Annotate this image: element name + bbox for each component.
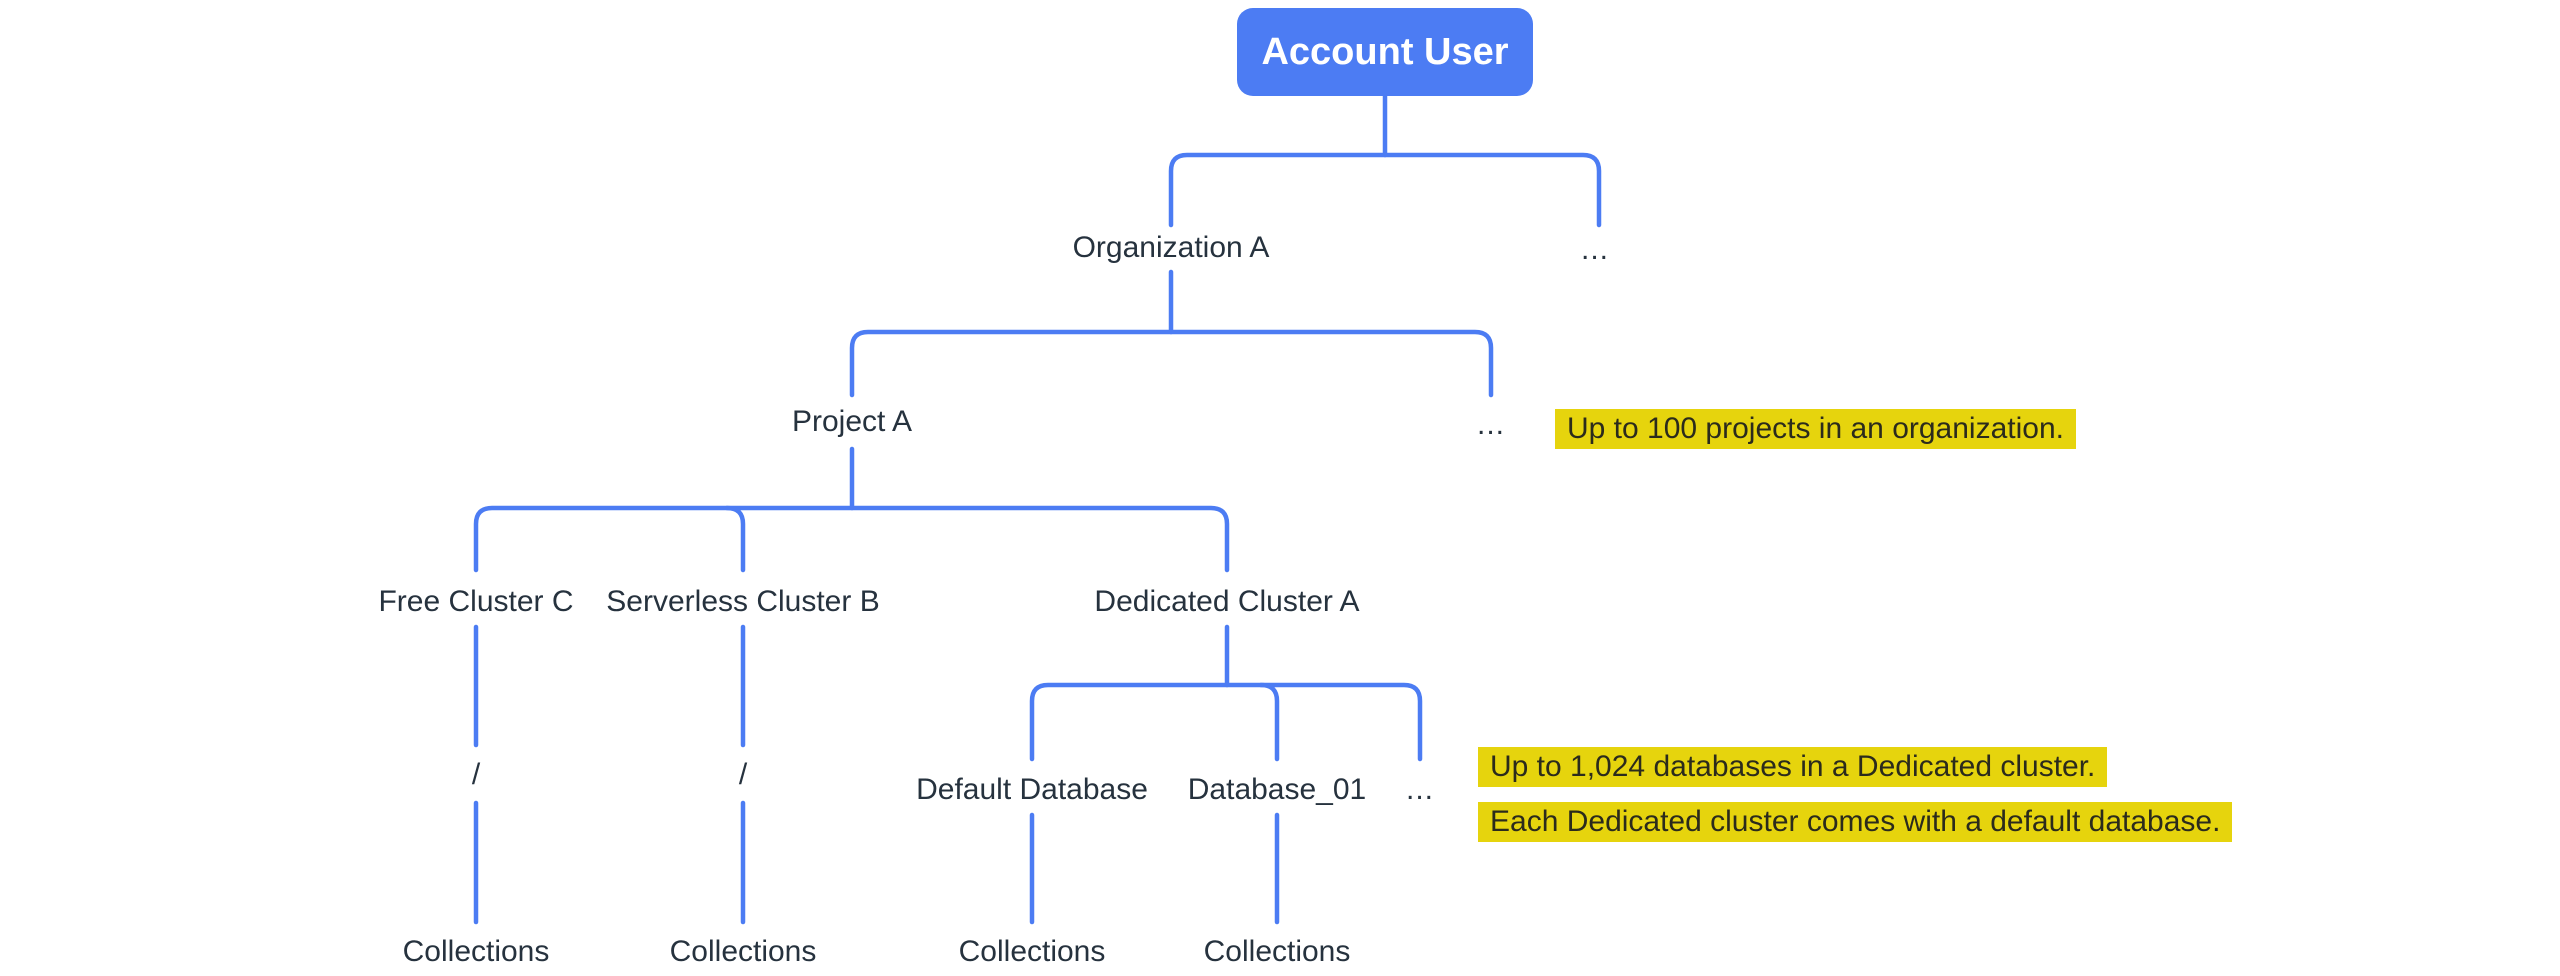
projects-ellipsis: ... [1476,408,1506,441]
projects-limit-annotation: Up to 100 projects in an organization. [1555,409,2076,449]
collections-label-free: Collections [402,935,550,968]
collections-label-default-db: Collections [958,935,1106,968]
connector-databases-bracket [1029,682,1423,762]
organization-a-label: Organization A [1072,231,1270,264]
serverless-cluster-slash-label: / [738,758,748,791]
project-a-label: Project A [791,405,913,438]
account-user-node: Account User [1237,8,1533,96]
serverless-cluster-b-label: Serverless Cluster B [606,585,880,618]
free-cluster-c-label: Free Cluster C [378,585,574,618]
connector-projects-bracket [849,329,1494,398]
default-database-label: Default Database [916,773,1148,806]
connector-database01-branch [1258,682,1280,762]
collections-label-db01: Collections [1203,935,1351,968]
databases-limit-annotation: Up to 1,024 databases in a Dedicated clu… [1478,747,2108,787]
organizations-ellipsis: ... [1580,233,1610,266]
connector-organizations-bracket [1168,152,1602,228]
account-user-label: Account User [1261,30,1509,73]
databases-ellipsis: ... [1405,773,1435,806]
collections-label-serverless: Collections [669,935,817,968]
free-cluster-slash-label: / [471,758,481,791]
database-01-label: Database_01 [1187,773,1367,806]
connector-clusters-bracket [473,505,1230,573]
dedicated-cluster-a-label: Dedicated Cluster A [1094,585,1360,618]
connector-serverless-branch [724,505,746,573]
default-database-note-annotation: Each Dedicated cluster comes with a defa… [1478,802,2233,842]
